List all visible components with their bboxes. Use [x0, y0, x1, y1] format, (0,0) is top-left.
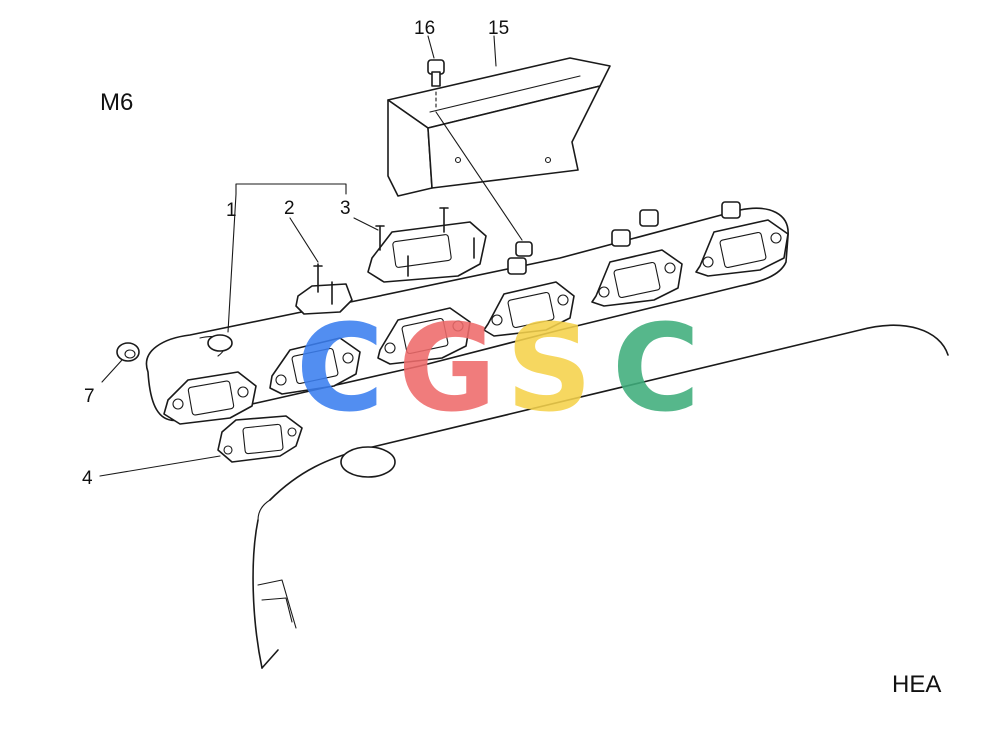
engine-block — [252, 324, 949, 669]
watermark-letter-3: S — [506, 300, 592, 439]
block-plug — [340, 446, 396, 478]
shield-bolt — [427, 59, 523, 241]
watermark-logo: C G S C — [296, 300, 700, 439]
callout-1: 1 — [226, 200, 237, 221]
port-flange-4 — [483, 281, 575, 337]
callout-3: 3 — [340, 198, 351, 219]
callout-4: 4 — [82, 468, 93, 489]
stud-pad — [295, 263, 353, 315]
port-flange-3 — [377, 307, 471, 365]
port-flange-2 — [269, 337, 361, 395]
port-flange-5 — [591, 249, 683, 307]
manifold-boss — [207, 334, 233, 352]
leader-lines — [99, 35, 497, 477]
port-flange-1 — [163, 371, 257, 425]
watermark-letter-2: G — [398, 300, 497, 439]
heat-shield — [387, 57, 611, 197]
exhaust-manifold — [145, 201, 789, 425]
nut — [116, 342, 140, 362]
watermark-letter-1: C — [296, 300, 384, 439]
gasket — [217, 415, 303, 463]
callout-7: 7 — [84, 386, 95, 407]
callout-2: 2 — [284, 198, 295, 219]
section-code-label: HEA — [892, 671, 941, 698]
callout-15: 15 — [488, 18, 509, 39]
port-nuts — [507, 201, 741, 275]
callout-16: 16 — [414, 18, 435, 39]
model-code-label: M6 — [100, 89, 133, 116]
watermark-letter-4: C — [612, 300, 700, 439]
turbo-mount-pad — [367, 207, 487, 283]
port-flange-6 — [695, 219, 789, 277]
